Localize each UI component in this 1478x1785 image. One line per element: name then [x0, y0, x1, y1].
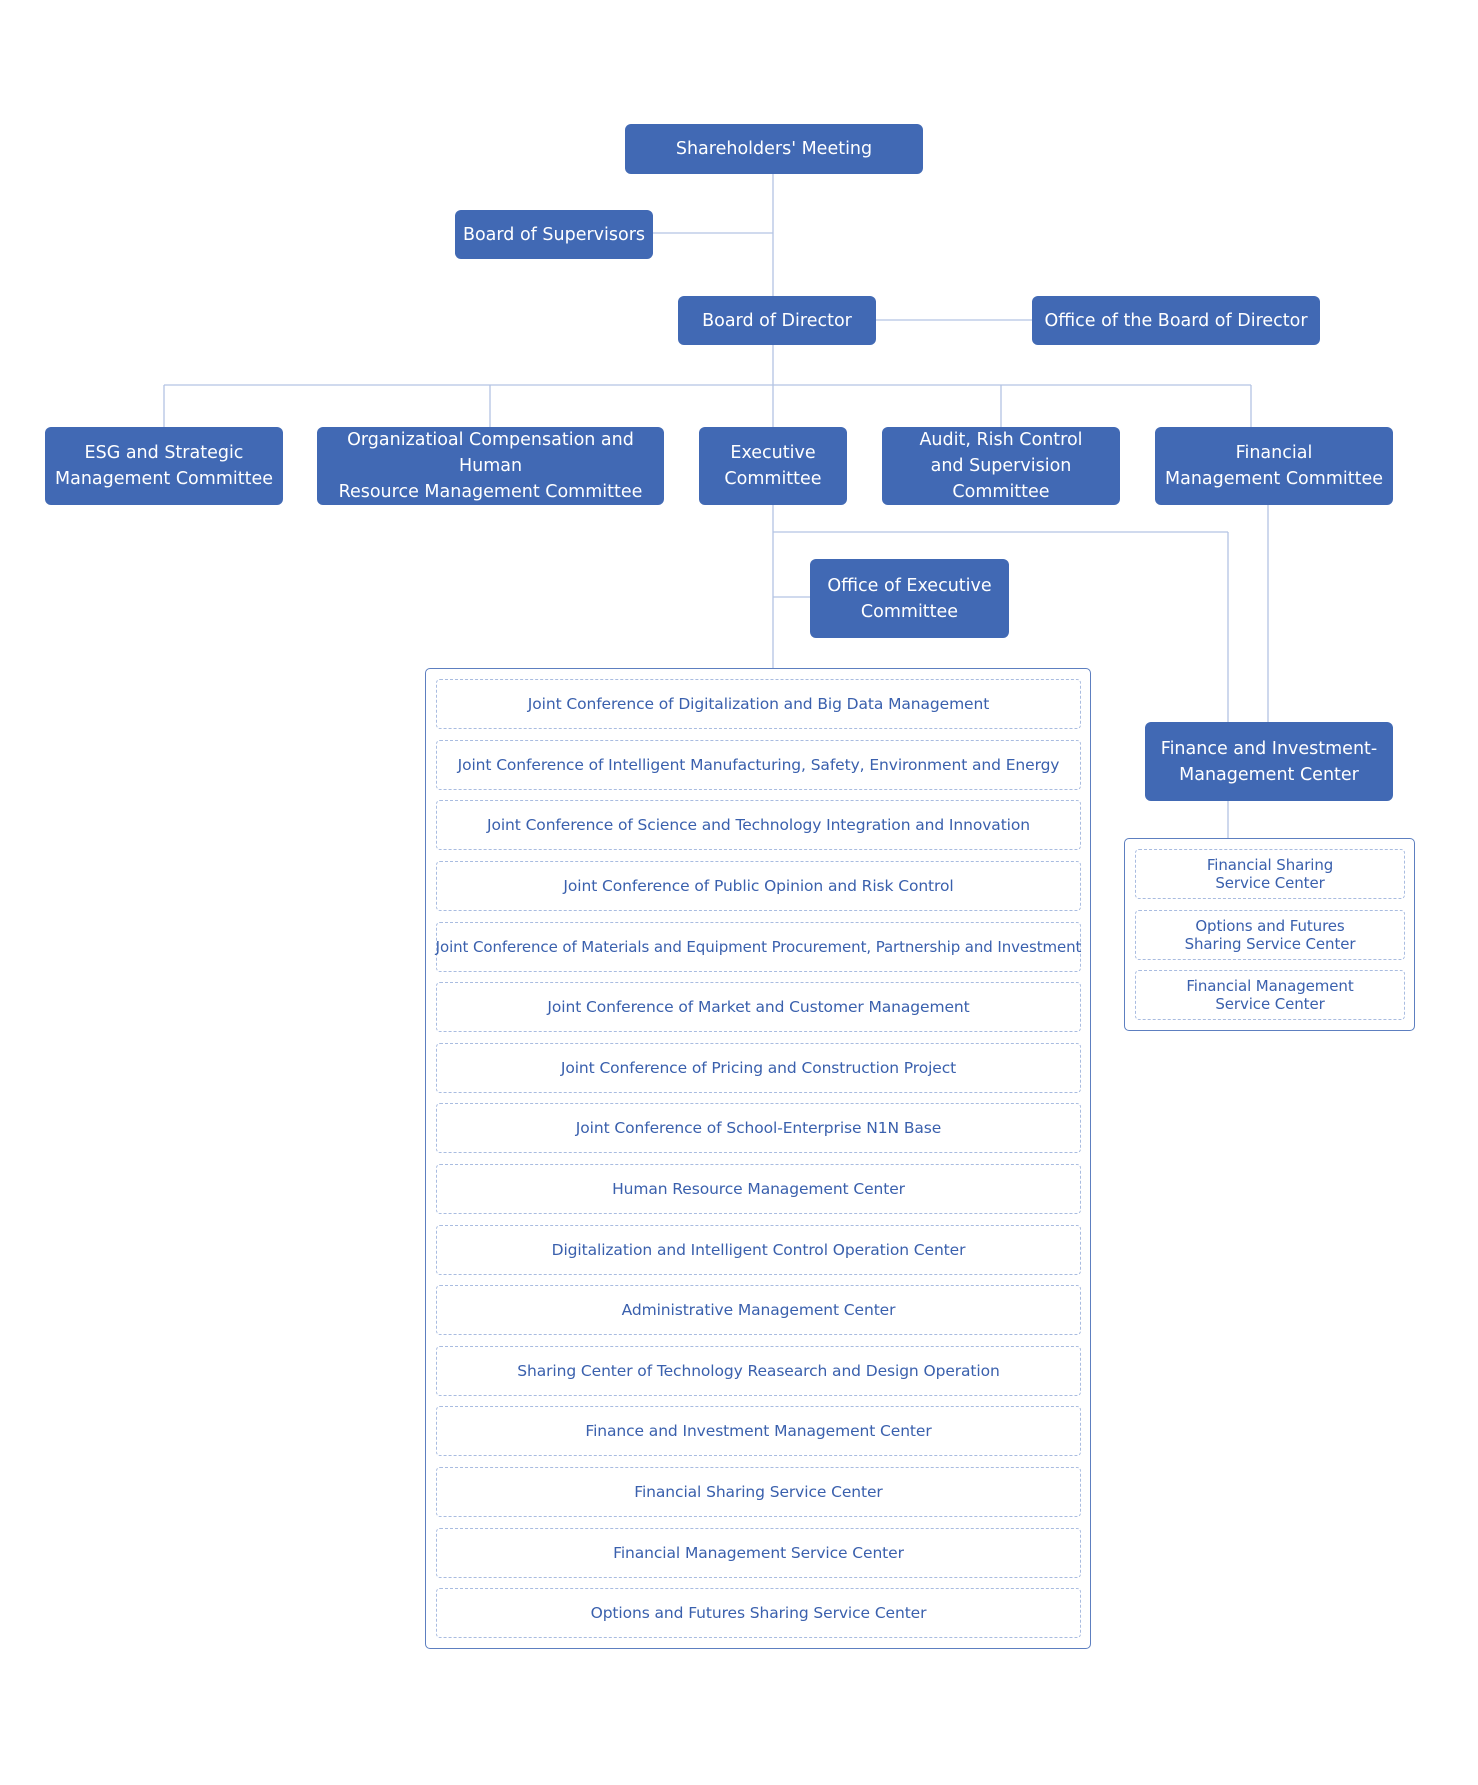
unit-public-opinion-risk[interactable]: Joint Conference of Public Opinion and R… [436, 861, 1081, 911]
hr-compensation-committee-box[interactable]: Organizatioal Compensation and Human Res… [317, 427, 664, 505]
audit-risk-committee-box[interactable]: Audit, Rish Control and Supervision Comm… [882, 427, 1120, 505]
fin-unit-financial-sharing[interactable]: Financial Sharing Service Center [1135, 849, 1405, 899]
unit-technology-research-sharing[interactable]: Sharing Center of Technology Reasearch a… [436, 1346, 1081, 1396]
unit-financial-sharing-center[interactable]: Financial Sharing Service Center [436, 1467, 1081, 1517]
unit-human-resource-center[interactable]: Human Resource Management Center [436, 1164, 1081, 1214]
unit-school-enterprise[interactable]: Joint Conference of School-Enterprise N1… [436, 1103, 1081, 1153]
board-of-supervisors-box[interactable]: Board of Supervisors [455, 210, 653, 259]
office-of-executive-committee-box[interactable]: Office of Executive Committee [810, 559, 1009, 638]
financial-management-committee-box[interactable]: Financial Management Committee [1155, 427, 1393, 505]
unit-digitalization-control-center[interactable]: Digitalization and Intelligent Control O… [436, 1225, 1081, 1275]
unit-finance-investment-center[interactable]: Finance and Investment Management Center [436, 1406, 1081, 1456]
unit-intelligent-manufacturing[interactable]: Joint Conference of Intelligent Manufact… [436, 740, 1081, 790]
executive-committee-box[interactable]: Executive Committee [699, 427, 847, 505]
unit-administrative-center[interactable]: Administrative Management Center [436, 1285, 1081, 1335]
board-of-director-box[interactable]: Board of Director [678, 296, 876, 345]
shareholders-meeting-box[interactable]: Shareholders' Meeting [625, 124, 923, 174]
finance-units-group: Financial Sharing Service Center Options… [1124, 838, 1415, 1031]
unit-pricing-construction[interactable]: Joint Conference of Pricing and Construc… [436, 1043, 1081, 1093]
fin-unit-options-futures[interactable]: Options and Futures Sharing Service Cent… [1135, 910, 1405, 960]
unit-materials-procurement[interactable]: Joint Conference of Materials and Equipm… [436, 922, 1081, 972]
office-of-board-box[interactable]: Office of the Board of Director [1032, 296, 1320, 345]
unit-market-customer[interactable]: Joint Conference of Market and Customer … [436, 982, 1081, 1032]
unit-digitalization-big-data[interactable]: Joint Conference of Digitalization and B… [436, 679, 1081, 729]
unit-options-futures-center[interactable]: Options and Futures Sharing Service Cent… [436, 1588, 1081, 1638]
finance-investment-center-box[interactable]: Finance and Investment- Management Cente… [1145, 722, 1393, 801]
esg-strategic-committee-box[interactable]: ESG and Strategic Management Committee [45, 427, 283, 505]
fin-unit-financial-management[interactable]: Financial Management Service Center [1135, 970, 1405, 1020]
unit-financial-management-center[interactable]: Financial Management Service Center [436, 1528, 1081, 1578]
unit-science-technology[interactable]: Joint Conference of Science and Technolo… [436, 800, 1081, 850]
executive-units-group: Joint Conference of Digitalization and B… [425, 668, 1091, 1649]
